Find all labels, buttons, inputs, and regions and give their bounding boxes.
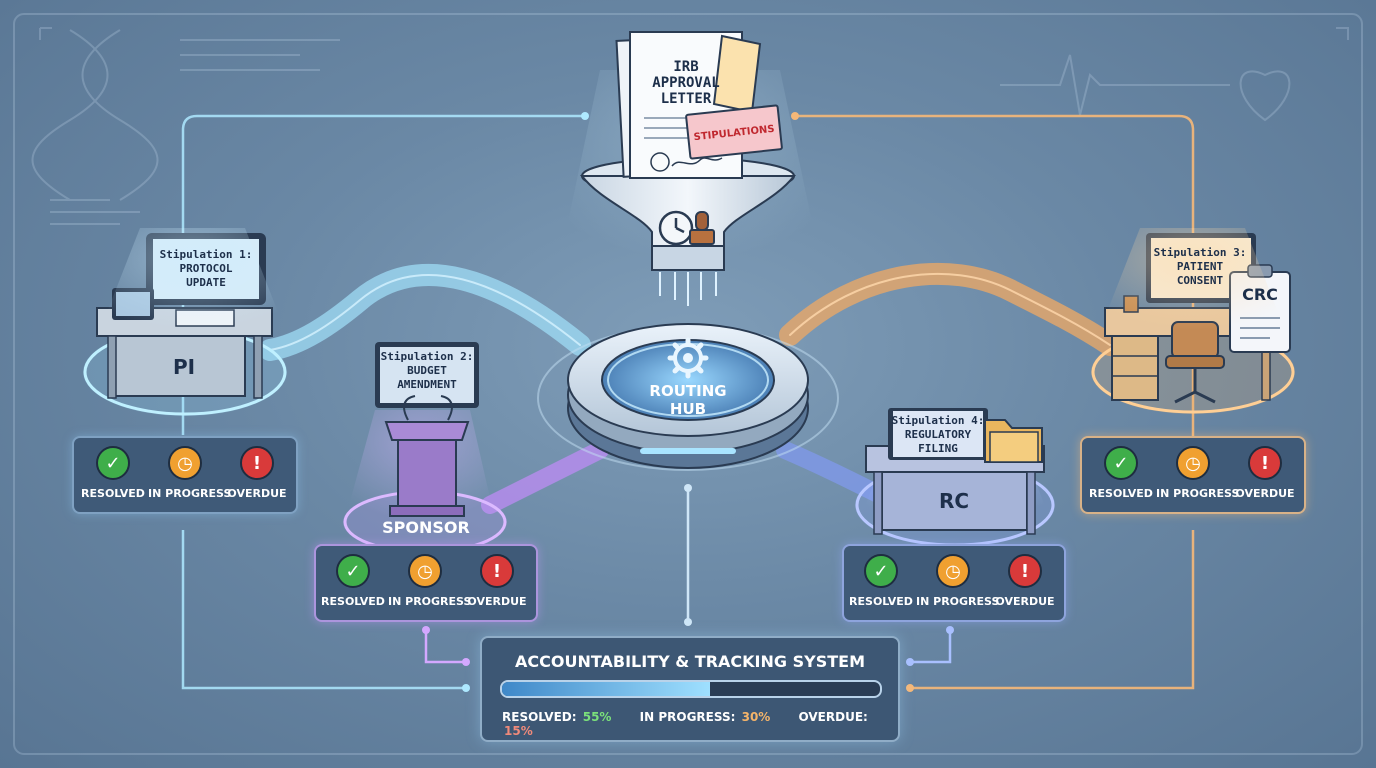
stipulation-1-line-3: UPDATE xyxy=(186,276,226,289)
clock-icon: ◷ xyxy=(408,554,442,588)
stipulation-3-line-1: Stipulation 3: xyxy=(1154,246,1247,259)
status-resolved[interactable]: ✓ RESOLVED xyxy=(1084,446,1158,500)
stipulation-4-line-2: REGULATORY xyxy=(905,428,972,441)
status-overdue[interactable]: ! OVERDUE xyxy=(220,446,294,500)
document-title-line-2: APPROVAL xyxy=(652,75,719,91)
status-in-progress[interactable]: ◷ IN PROGRESS xyxy=(916,554,999,608)
hub-label-line-2: HUB xyxy=(670,400,706,418)
clock-icon xyxy=(658,210,694,246)
line-pi-document xyxy=(181,114,585,435)
sponsor-label: SPONSOR xyxy=(382,518,470,537)
stipulation-3-line-2: PATIENT xyxy=(1177,260,1224,273)
arrow-hub-sponsor xyxy=(481,441,609,514)
gear-icon xyxy=(667,337,709,379)
status-resolved[interactable]: ✓ RESOLVED xyxy=(316,554,390,608)
check-icon: ✓ xyxy=(96,446,130,480)
stipulation-4-line-3: FILING xyxy=(918,442,958,455)
line-crc-document xyxy=(795,114,1195,438)
status-resolved[interactable]: ✓ RESOLVED xyxy=(844,554,918,608)
check-icon: ✓ xyxy=(864,554,898,588)
stipulations-tag xyxy=(685,104,783,160)
document-title-line-1: IRB xyxy=(673,59,698,75)
tracking-progress-bar xyxy=(500,680,882,698)
sponsor-lectern xyxy=(384,421,470,441)
line-rc-tracking xyxy=(910,630,952,664)
resolved-stat-value: 55% xyxy=(582,710,612,724)
line-pi-tracking xyxy=(181,530,466,690)
exclamation-icon: ! xyxy=(1248,446,1282,480)
check-icon: ✓ xyxy=(336,554,370,588)
tracking-panel: ACCOUNTABILITY & TRACKING SYSTEM RESOLVE… xyxy=(480,636,900,742)
crc-label: CRC xyxy=(1242,285,1278,304)
exclamation-icon: ! xyxy=(240,446,274,480)
rc-station xyxy=(855,408,1055,547)
document-funnel xyxy=(560,31,820,306)
crc-status-panel: ✓ RESOLVED ◷ IN PROGRESS ! OVERDUE xyxy=(1080,436,1306,514)
in-progress-stat-label: IN PROGRESS: xyxy=(639,710,736,724)
in-progress-stat-value: 30% xyxy=(741,710,771,724)
tracking-progress-fill xyxy=(502,682,710,696)
stipulation-2-line-2: BUDGET xyxy=(407,364,447,377)
exclamation-icon: ! xyxy=(480,554,514,588)
resolved-stat-label: RESOLVED: xyxy=(502,710,577,724)
stipulation-2-line-3: AMENDMENT xyxy=(397,378,457,391)
dna-icon xyxy=(31,29,109,201)
status-overdue[interactable]: ! OVERDUE xyxy=(1228,446,1302,500)
arrow-hub-crc xyxy=(779,262,1121,356)
connector-lines xyxy=(181,112,1195,692)
exclamation-icon: ! xyxy=(1008,554,1042,588)
status-overdue[interactable]: ! OVERDUE xyxy=(988,554,1062,608)
stipulation-1-line-2: PROTOCOL xyxy=(180,262,233,275)
status-resolved[interactable]: ✓ RESOLVED xyxy=(76,446,150,500)
pi-label: PI xyxy=(173,355,195,379)
clock-icon: ◷ xyxy=(1176,446,1210,480)
rc-label: RC xyxy=(939,489,969,513)
pi-status-panel: ✓ RESOLVED ◷ IN PROGRESS ! OVERDUE xyxy=(72,436,298,514)
status-in-progress[interactable]: ◷ IN PROGRESS xyxy=(148,446,231,500)
tracking-title: ACCOUNTABILITY & TRACKING SYSTEM xyxy=(515,652,865,671)
line-sponsor-tracking xyxy=(424,630,466,664)
stipulation-4-line-1: Stipulation 4: xyxy=(892,414,985,427)
stamp-icon xyxy=(689,211,715,245)
clock-icon: ◷ xyxy=(168,446,202,480)
stipulation-1-line-1: Stipulation 1: xyxy=(160,248,253,261)
status-in-progress[interactable]: ◷ IN PROGRESS xyxy=(1156,446,1239,500)
routing-arrows xyxy=(259,262,1121,514)
check-icon: ✓ xyxy=(1104,446,1138,480)
overdue-stat-value: 15% xyxy=(504,724,533,738)
hub-label-line-1: ROUTING xyxy=(649,382,726,400)
status-in-progress[interactable]: ◷ IN PROGRESS xyxy=(388,554,471,608)
status-overdue[interactable]: ! OVERDUE xyxy=(460,554,534,608)
sponsor-status-panel: ✓ RESOLVED ◷ IN PROGRESS ! OVERDUE xyxy=(314,544,538,622)
document-title-line-3: LETTER xyxy=(661,91,712,107)
clock-icon: ◷ xyxy=(936,554,970,588)
rc-status-panel: ✓ RESOLVED ◷ IN PROGRESS ! OVERDUE xyxy=(842,544,1066,622)
heartbeat-icon xyxy=(1000,54,1230,116)
stipulation-2-line-1: Stipulation 2: xyxy=(381,350,474,363)
stipulation-3-line-3: CONSENT xyxy=(1177,274,1224,287)
tracking-stats: RESOLVED: 55% IN PROGRESS: 30% OVERDUE: … xyxy=(502,710,888,738)
line-crc-tracking xyxy=(910,530,1195,690)
overdue-stat-label: OVERDUE: xyxy=(798,710,868,724)
heart-icon xyxy=(1239,70,1291,122)
sponsor-station xyxy=(343,342,507,554)
routing-hub xyxy=(537,323,839,471)
arrow-hub-rc xyxy=(776,441,889,504)
